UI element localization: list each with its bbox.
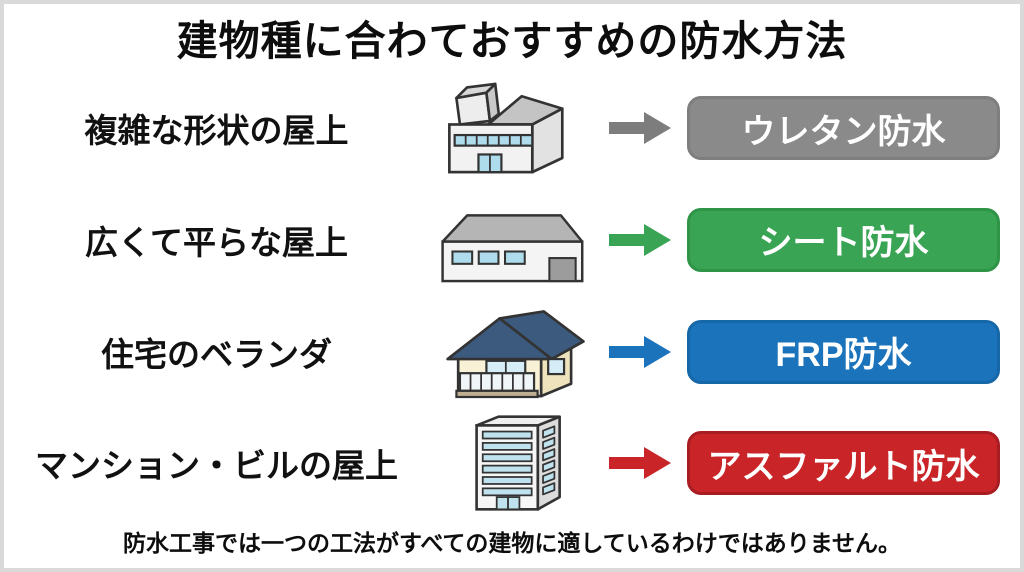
row-flat-roof: 広くて平らな屋上 シート防水: [4, 187, 1020, 293]
row-complex-roof: 複雑な形状の屋上: [4, 75, 1020, 181]
footer-note: 防水工事では一つの工法がすべての建物に適しているわけではありません。: [122, 530, 902, 556]
house-icon: [445, 309, 585, 398]
icon-cell: [429, 411, 594, 515]
building-type-label: 複雑な形状の屋上: [84, 112, 349, 149]
row-house-veranda: 住宅のベランダ: [4, 299, 1020, 405]
method-badge: アスファルト防水: [687, 431, 1000, 496]
factory-icon: [447, 82, 564, 174]
row-building-roof: マンション・ビルの屋上: [4, 410, 1020, 516]
icon-cell: [429, 76, 594, 180]
building-icon: [474, 415, 561, 511]
right-arrow-icon: [608, 223, 671, 256]
icon-cell: [429, 194, 594, 286]
right-arrow-icon: [608, 335, 671, 368]
method-badge: シート防水: [687, 207, 1000, 272]
method-badge: FRP防水: [687, 319, 1000, 384]
method-badge: ウレタン防水: [687, 96, 1000, 160]
right-arrow-icon: [608, 447, 671, 480]
right-arrow-icon: [608, 112, 671, 144]
arrow-cell: [594, 109, 687, 147]
warehouse-icon: [440, 213, 583, 283]
building-type-label: 住宅のベランダ: [101, 335, 332, 373]
arrow-cell: [594, 333, 687, 371]
icon-cell: [429, 302, 594, 402]
building-type-label: マンション・ビルの屋上: [35, 447, 398, 485]
arrow-cell: [594, 221, 687, 259]
building-type-label: 広くて平らな屋上: [84, 223, 348, 261]
arrow-cell: [594, 444, 687, 482]
rows-container: 複雑な形状の屋上: [4, 67, 1020, 522]
page-title: 建物種に合わておすすめの防水方法: [176, 18, 848, 64]
